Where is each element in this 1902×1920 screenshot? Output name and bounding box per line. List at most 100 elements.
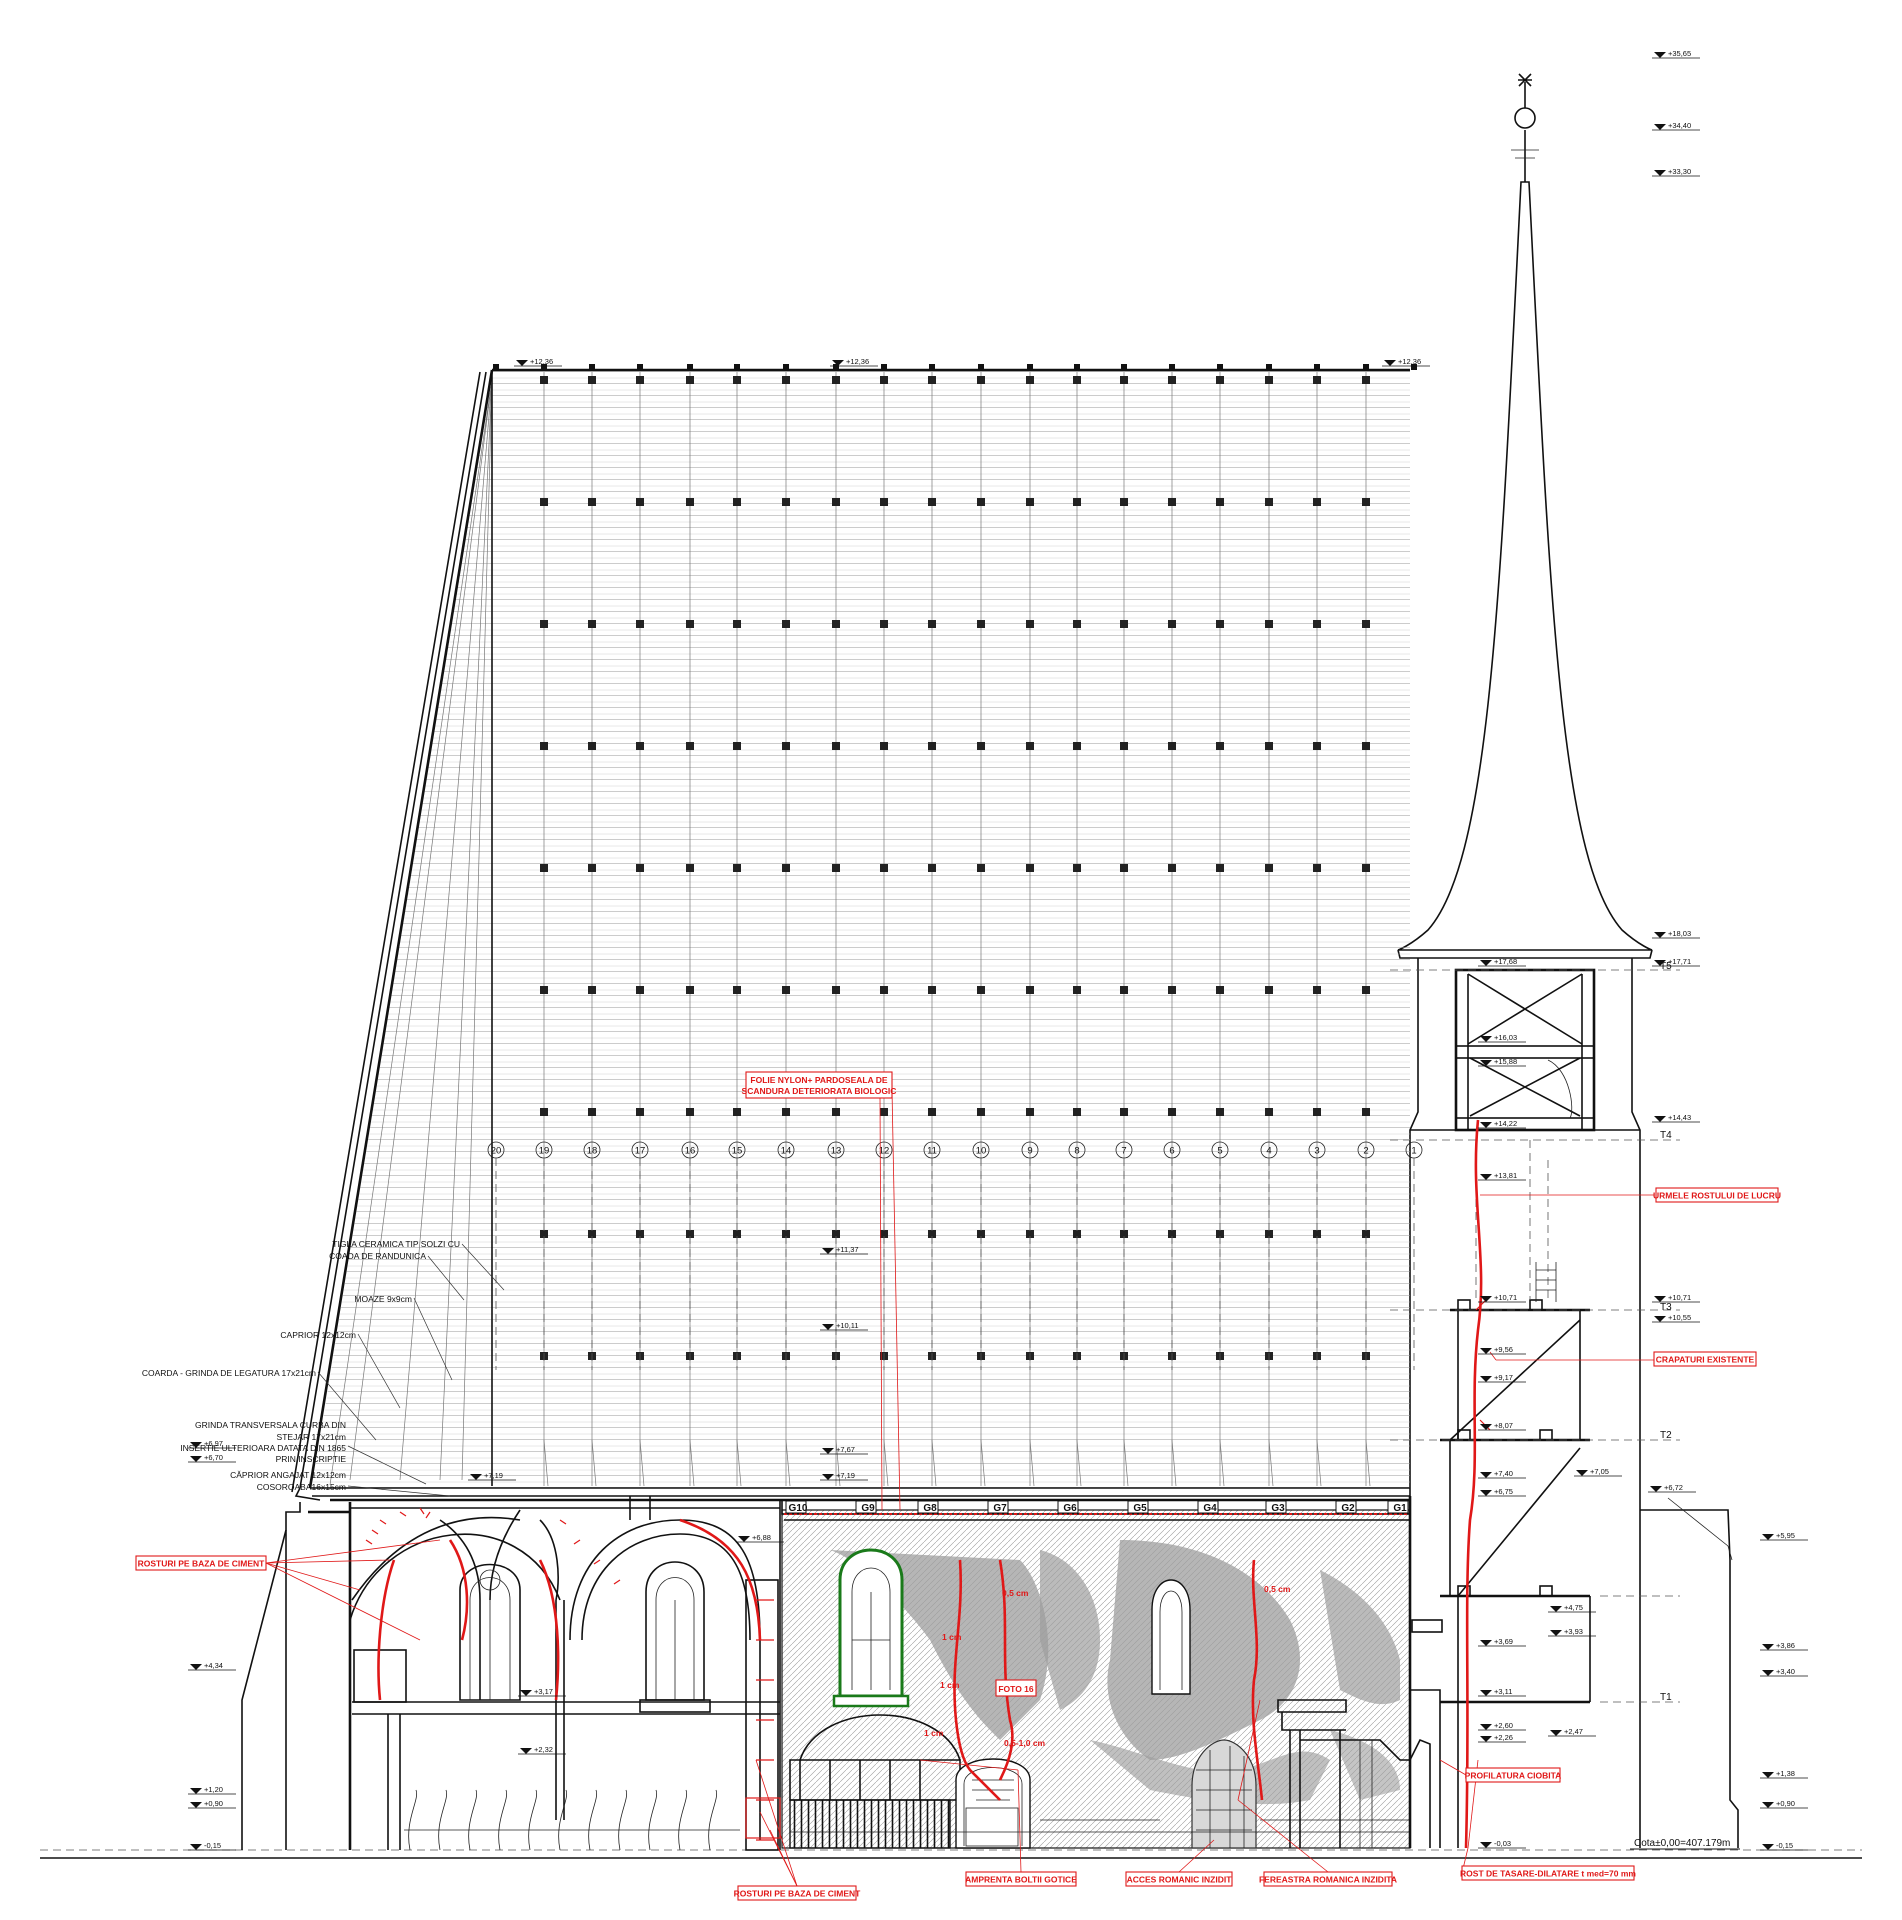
red-leader: [1489, 1351, 1497, 1361]
axis-number: 16: [685, 1146, 696, 1157]
folie-label-line1: FOLIE NYLON+ PARDOSEALA DE: [750, 1075, 888, 1085]
purlin-block: [540, 742, 548, 750]
girder-label: G7: [993, 1503, 1007, 1514]
elevation-marker: [190, 1788, 202, 1794]
purlin-block: [1168, 742, 1176, 750]
elevation-value: +3,69: [1494, 1637, 1513, 1646]
red-leader: [1237, 1799, 1329, 1873]
elevation-marker: [1762, 1802, 1774, 1808]
elevation-marker: [1550, 1730, 1562, 1736]
elevation-value: +6,97: [204, 1439, 223, 1448]
elevation-value: -0,15: [1776, 1841, 1793, 1850]
purlin-block: [832, 864, 840, 872]
purlin-block: [1120, 498, 1128, 506]
elevation-value: +2,60: [1494, 1721, 1513, 1730]
amprenta-label: AMPRENTA BOLTII GOTICE: [965, 1875, 1077, 1885]
bell-tower: [1390, 958, 1739, 1848]
purlin-block: [636, 742, 644, 750]
purlin-block: [1362, 376, 1370, 384]
girder-label: G1: [1393, 1503, 1407, 1514]
purlin-block: [636, 864, 644, 872]
purlin-block: [686, 986, 694, 994]
red-leader: [1237, 1699, 1261, 1801]
elevation-value: +14,22: [1494, 1119, 1517, 1128]
crack-width: 0,5-1,0 cm: [1004, 1738, 1046, 1748]
structure-note: COARDA - GRINDA DE LEGATURA 17x21cm: [142, 1368, 316, 1378]
ridge-tick: [881, 364, 887, 370]
elevation-value: +10,55: [1668, 1313, 1691, 1322]
profilatura-label-box: [1465, 1767, 1561, 1783]
elevation-marker: [1654, 932, 1666, 938]
purlin-block: [1362, 1230, 1370, 1238]
girder-box: [1197, 1500, 1219, 1514]
purlin-block: [782, 1230, 790, 1238]
elevation-marker: [520, 1690, 532, 1696]
purlin-block: [686, 1230, 694, 1238]
purlin-block: [588, 1108, 596, 1116]
purlin-block: [588, 864, 596, 872]
purlin-block: [1073, 620, 1081, 628]
ridge-tick: [1363, 364, 1369, 370]
purlin-block: [1265, 1230, 1273, 1238]
purlin-block: [1073, 1108, 1081, 1116]
purlin-block: [832, 1108, 840, 1116]
structure-note: STEJAR 17x21cm: [277, 1432, 346, 1442]
axis-number: 18: [587, 1146, 598, 1157]
axis-number: 7: [1121, 1146, 1126, 1157]
purlin-block: [636, 498, 644, 506]
purlin-block: [1313, 742, 1321, 750]
purlin-block: [977, 986, 985, 994]
purlin-block: [1120, 986, 1128, 994]
purlin-block: [880, 498, 888, 506]
ridge-axis-ticks: [493, 364, 1417, 370]
red-leader: [265, 1562, 421, 1641]
purlin-block: [1216, 742, 1224, 750]
elevation-value: +3,93: [1564, 1627, 1583, 1636]
purlin-block: [1168, 864, 1176, 872]
girder-label: G3: [1271, 1503, 1285, 1514]
purlin-block: [540, 1108, 548, 1116]
purlin-block: [686, 620, 694, 628]
elevation-value: -0,03: [1494, 1839, 1511, 1848]
elevation-value: +7,19: [484, 1471, 503, 1480]
ridge-tick: [493, 364, 499, 370]
red-leader: [769, 1829, 798, 1887]
rost-label-box: [1461, 1865, 1635, 1881]
purlin-block: [782, 864, 790, 872]
girder-label: G10: [789, 1503, 808, 1514]
purlin-block: [1168, 1230, 1176, 1238]
axis-number: 10: [976, 1146, 987, 1157]
axis-number: 20: [491, 1146, 502, 1157]
purlin-block: [1026, 620, 1034, 628]
purlin-block: [1073, 742, 1081, 750]
rosturi-left-label-box: [135, 1555, 267, 1571]
strut: [785, 1439, 791, 1487]
note-leader: [413, 1297, 453, 1381]
purlin-block: [782, 498, 790, 506]
elevation-marker: [1762, 1844, 1774, 1850]
elevation-value: +13,81: [1494, 1171, 1517, 1180]
red-leader: [265, 1539, 441, 1564]
purlin-block: [686, 864, 694, 872]
purlin-block: [1216, 986, 1224, 994]
tower-level-label: T5: [1660, 961, 1672, 972]
purlin-block: [928, 620, 936, 628]
purlin-block: [540, 498, 548, 506]
ridge-tick: [1266, 364, 1272, 370]
purlin-block: [977, 1230, 985, 1238]
elevation-marker: [1480, 1296, 1492, 1302]
elevation-value: +16,03: [1494, 1033, 1517, 1042]
girder-label: G6: [1063, 1503, 1077, 1514]
ridge-tick: [1169, 364, 1175, 370]
purlin-block: [1313, 1108, 1321, 1116]
purlin-block: [928, 498, 936, 506]
purlin-block: [1362, 498, 1370, 506]
axis-number: 5: [1217, 1146, 1222, 1157]
datum-label: Cota±0,00=407.179m: [1634, 1838, 1730, 1849]
elevation-value: +0,90: [204, 1799, 223, 1808]
purlin-block: [832, 986, 840, 994]
purlin-block: [636, 1108, 644, 1116]
purlin-block: [880, 864, 888, 872]
purlin-block: [782, 1108, 790, 1116]
elevation-marker: [1576, 1470, 1588, 1476]
